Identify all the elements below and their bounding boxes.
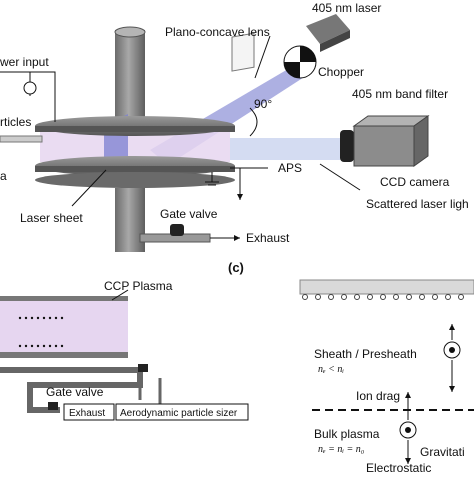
bulk-label: Bulk plasma — [314, 427, 380, 441]
laser-device — [306, 14, 350, 44]
angle-label: 90° — [254, 97, 272, 111]
gate-valve-icon — [170, 224, 184, 236]
bl-gate-valve-label: Gate valve — [46, 385, 104, 399]
lens-icon — [231, 32, 255, 72]
plasma-label: a — [0, 169, 7, 183]
bl-exhaust-label: Exhaust — [69, 408, 105, 419]
ccd-camera — [353, 125, 415, 167]
power-meter-icon — [23, 81, 37, 95]
sheath-label: Sheath / Presheath — [314, 347, 417, 361]
ccd-camera-side — [413, 115, 429, 167]
gravity-label: Gravitati — [420, 445, 465, 459]
ccp-label: CCP Plasma — [104, 279, 173, 293]
electro-label: Electrostatic — [366, 461, 431, 474]
power-label: wer input — [0, 55, 49, 69]
chamber-wall — [0, 367, 143, 413]
particle-upper — [443, 341, 461, 359]
upper-electrode-edge — [35, 126, 235, 132]
sizer-box — [115, 403, 249, 421]
lens-label: Plano-concave lens — [165, 25, 270, 39]
bl-exhaust-valve-icon — [48, 402, 58, 410]
chopper-blade — [284, 46, 316, 78]
laser-sheet-label: Laser sheet — [20, 211, 83, 225]
particle-dots — [18, 316, 64, 348]
band-filter — [340, 130, 354, 162]
particle-lower — [399, 421, 417, 439]
ccp-plasma-region — [0, 300, 128, 352]
filter-label: 405 nm band filter — [352, 87, 448, 101]
lower-electrode-edge — [35, 166, 235, 172]
bl-gate-valve-icon — [138, 364, 148, 372]
ccp-bottom-electrode — [0, 352, 128, 358]
sheet-leader — [71, 169, 107, 207]
laser-device-side — [320, 30, 350, 52]
camera-label: CCD camera — [380, 175, 450, 189]
scattered-label: Scattered laser ligh — [366, 197, 469, 211]
exhaust-box — [63, 403, 115, 421]
chopper-label: Chopper — [318, 65, 364, 79]
ground-icon — [205, 172, 219, 186]
scatter-leader — [319, 163, 361, 191]
aps-label: APS — [278, 161, 302, 175]
particle-inlet — [0, 135, 43, 143]
sizer-label: Aerodynamic particle sizer — [120, 408, 238, 419]
ccp-top-electrode — [0, 296, 128, 301]
exhaust-label: Exhaust — [246, 231, 290, 245]
particles-label: rticles — [0, 115, 31, 129]
sheath-eq: nₑ < nᵢ — [318, 364, 344, 375]
laser-label: 405 nm laser — [312, 1, 381, 15]
upper-rod — [115, 30, 145, 130]
bulk-eq: nₑ = nᵢ = n₀ — [318, 444, 365, 455]
ion-drag-label: Ion drag — [356, 389, 400, 403]
base-plate — [35, 172, 235, 188]
ccp-leader — [111, 289, 129, 301]
top-plate — [299, 279, 474, 295]
sheath-circles — [302, 294, 464, 300]
angle-arc — [249, 107, 258, 137]
aps-arrow — [230, 167, 268, 200]
gate-valve-label: Gate valve — [160, 207, 218, 221]
rod-top — [114, 26, 146, 38]
panel-c-label: (c) — [228, 260, 244, 275]
scattered-beam — [230, 138, 340, 160]
lens-leader — [254, 35, 271, 79]
